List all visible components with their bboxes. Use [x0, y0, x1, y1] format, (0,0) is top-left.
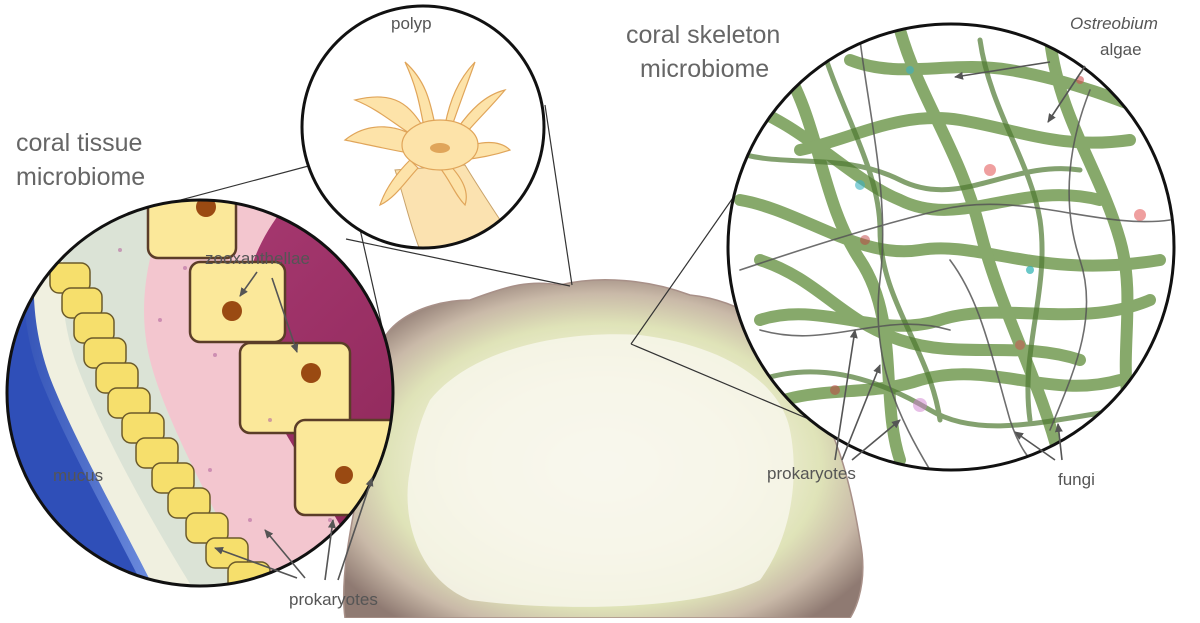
skeleton-title-line1: coral skeleton: [626, 21, 781, 49]
fungi-label: fungi: [1058, 470, 1095, 489]
polyp-zoom-circle: [300, 4, 546, 250]
ostreobium-label: Ostreobium: [1070, 14, 1158, 33]
zooxanthellae-label: zooxanthellae: [205, 249, 310, 268]
polyp-label: polyp: [391, 14, 432, 33]
mucus-label: mucus: [53, 466, 104, 485]
tissue-title-line1: coral tissue: [16, 129, 143, 157]
annotation-arrows: [214, 61, 1086, 581]
coral-skeleton-block: [342, 279, 864, 619]
prokaryotes-right-label: prokaryotes: [767, 464, 856, 483]
algae-label: algae: [1100, 40, 1142, 59]
prokaryotes-left-label: prokaryotes: [289, 590, 378, 609]
tissue-zoom-circle: [5, 198, 395, 588]
tissue-title-line2: microbiome: [16, 163, 146, 191]
skeleton-title-line2: microbiome: [640, 55, 770, 83]
skeleton-zoom-circle: [726, 22, 1176, 472]
